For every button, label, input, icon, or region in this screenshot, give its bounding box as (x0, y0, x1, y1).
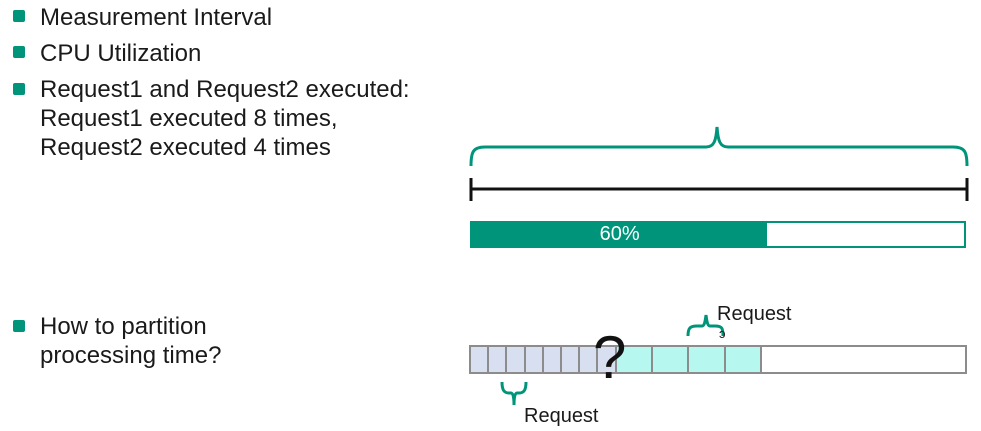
bullet-measurement-interval: Measurement Interval (40, 3, 272, 32)
cpu-utilization-bar: 60% (470, 221, 966, 248)
bullet-text: Measurement Interval (40, 4, 273, 31)
stray-mark: ɔ (719, 326, 726, 341)
bullet-marker (13, 83, 25, 95)
interval-brace (469, 126, 969, 167)
bullet-partition-question: How to partition processing time? (40, 312, 221, 370)
request1-segment (598, 347, 617, 372)
request2-segment (652, 347, 690, 372)
idle-segment (762, 347, 965, 372)
request2-brace (686, 314, 725, 337)
question-mark: ? (593, 324, 627, 391)
request2-segment (616, 347, 653, 372)
request2-segment (725, 347, 763, 372)
bullet-text-line: Request1 and Request2 executed: (40, 76, 410, 103)
cpu-utilization-label: 60% (599, 223, 640, 245)
request1-segment (561, 347, 581, 372)
request1-segment (471, 347, 490, 372)
bullet-marker (13, 10, 25, 22)
request1-segment (507, 347, 526, 372)
request-partition-bar (469, 345, 967, 374)
bullet-marker (13, 46, 25, 58)
request1-segment (525, 347, 544, 372)
cpu-utilization-fill (472, 223, 768, 246)
request1-segment (489, 347, 508, 372)
request1-brace (500, 381, 528, 406)
bullet-text-line: Request2 executed 4 times (40, 134, 331, 161)
measurement-interval-line (469, 178, 969, 201)
bullet-text: CPU Utilization (40, 40, 202, 67)
bullet-text-line: processing time? (40, 342, 222, 369)
bullet-requests-executed: Request1 and Request2 executed: Request1… (40, 75, 410, 162)
bullet-text-line: Request1 executed 8 times, (40, 105, 338, 132)
request-label-top: Request (717, 303, 792, 325)
request2-segment (689, 347, 726, 372)
request-label-bottom: Request (524, 405, 599, 427)
request1-segment (543, 347, 562, 372)
bullet-text-line: How to partition (40, 313, 207, 340)
bullet-marker (13, 320, 25, 332)
request1-segment (580, 347, 599, 372)
bullet-cpu-utilization: CPU Utilization (40, 39, 201, 68)
